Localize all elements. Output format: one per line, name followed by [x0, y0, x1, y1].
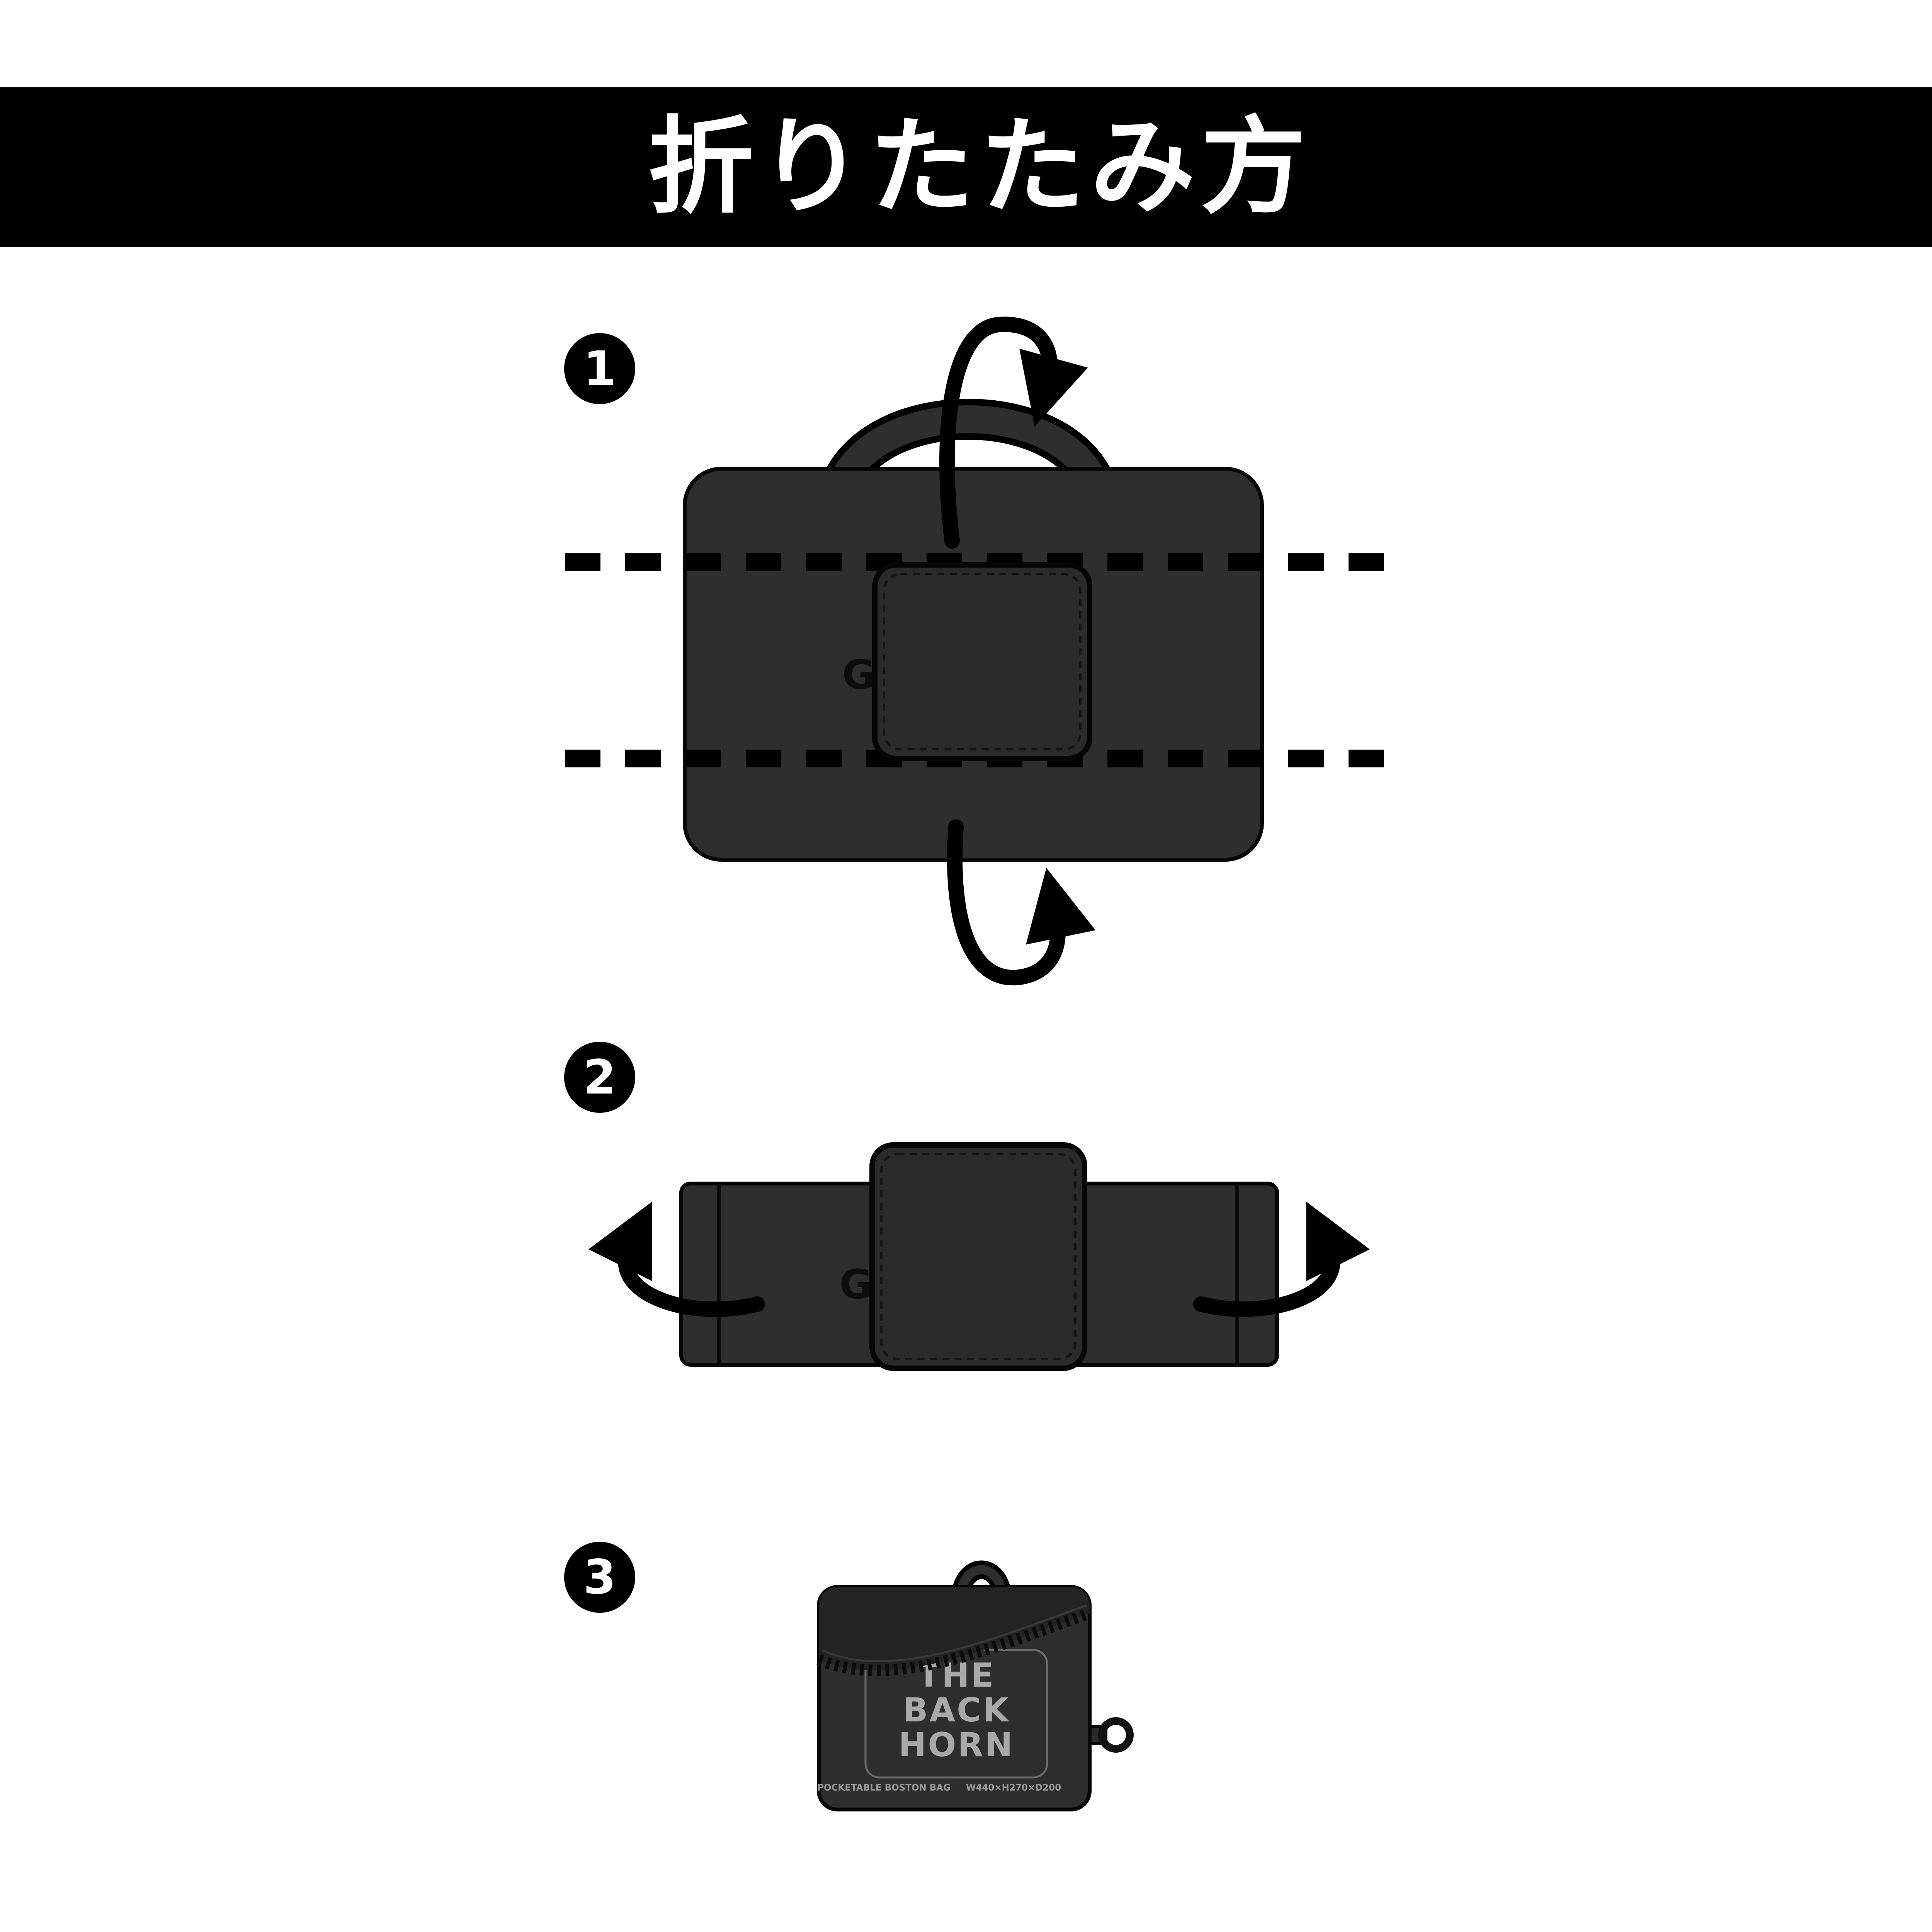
- pouch-dimensions: W440×H270×D200: [966, 1783, 1061, 1793]
- zipper-flap: [819, 1587, 1090, 1670]
- fold-arrow-top: [939, 316, 1088, 549]
- step1-diagram: G: [565, 316, 1397, 985]
- center-pocket: [872, 562, 1092, 761]
- logo-line-2: BACK: [903, 1691, 1010, 1730]
- pouch-caption: POCKETABLE BOSTON BAG: [817, 1783, 951, 1793]
- pocket-stitching: [883, 573, 1082, 750]
- fold-arrow-right: [1193, 1201, 1370, 1317]
- step3-diagram: THE BACK HORN POCKETABLE BOSTON BAG W440…: [816, 1560, 1134, 1811]
- pouch-ring-icon: [1098, 1717, 1134, 1753]
- zipper-pull-letter: G: [839, 1261, 872, 1308]
- fold-arrow-left: [588, 1201, 765, 1317]
- title-bar: 折りたたみ方: [0, 87, 1932, 247]
- pocket-stitching: [880, 1153, 1077, 1360]
- step-3-number: 3: [583, 1550, 616, 1605]
- step-1-number: 1: [583, 341, 616, 396]
- fold-arrow-bottom: [947, 819, 1096, 985]
- step-2-number: 2: [583, 1050, 616, 1105]
- center-pocket: [869, 1142, 1087, 1371]
- zipper-teeth: [816, 1607, 1092, 1676]
- step2-diagram: G: [588, 1142, 1370, 1371]
- step-2-badge: 2: [564, 1042, 635, 1113]
- zipper-flap-edge: [823, 1604, 1087, 1662]
- zipper-pull-letter: G: [842, 651, 875, 698]
- page-title: 折りたたみ方: [648, 106, 1311, 228]
- logo-line-3: HORN: [898, 1726, 1014, 1764]
- step-3-badge: 3: [564, 1542, 635, 1613]
- step-1-badge: 1: [564, 333, 635, 404]
